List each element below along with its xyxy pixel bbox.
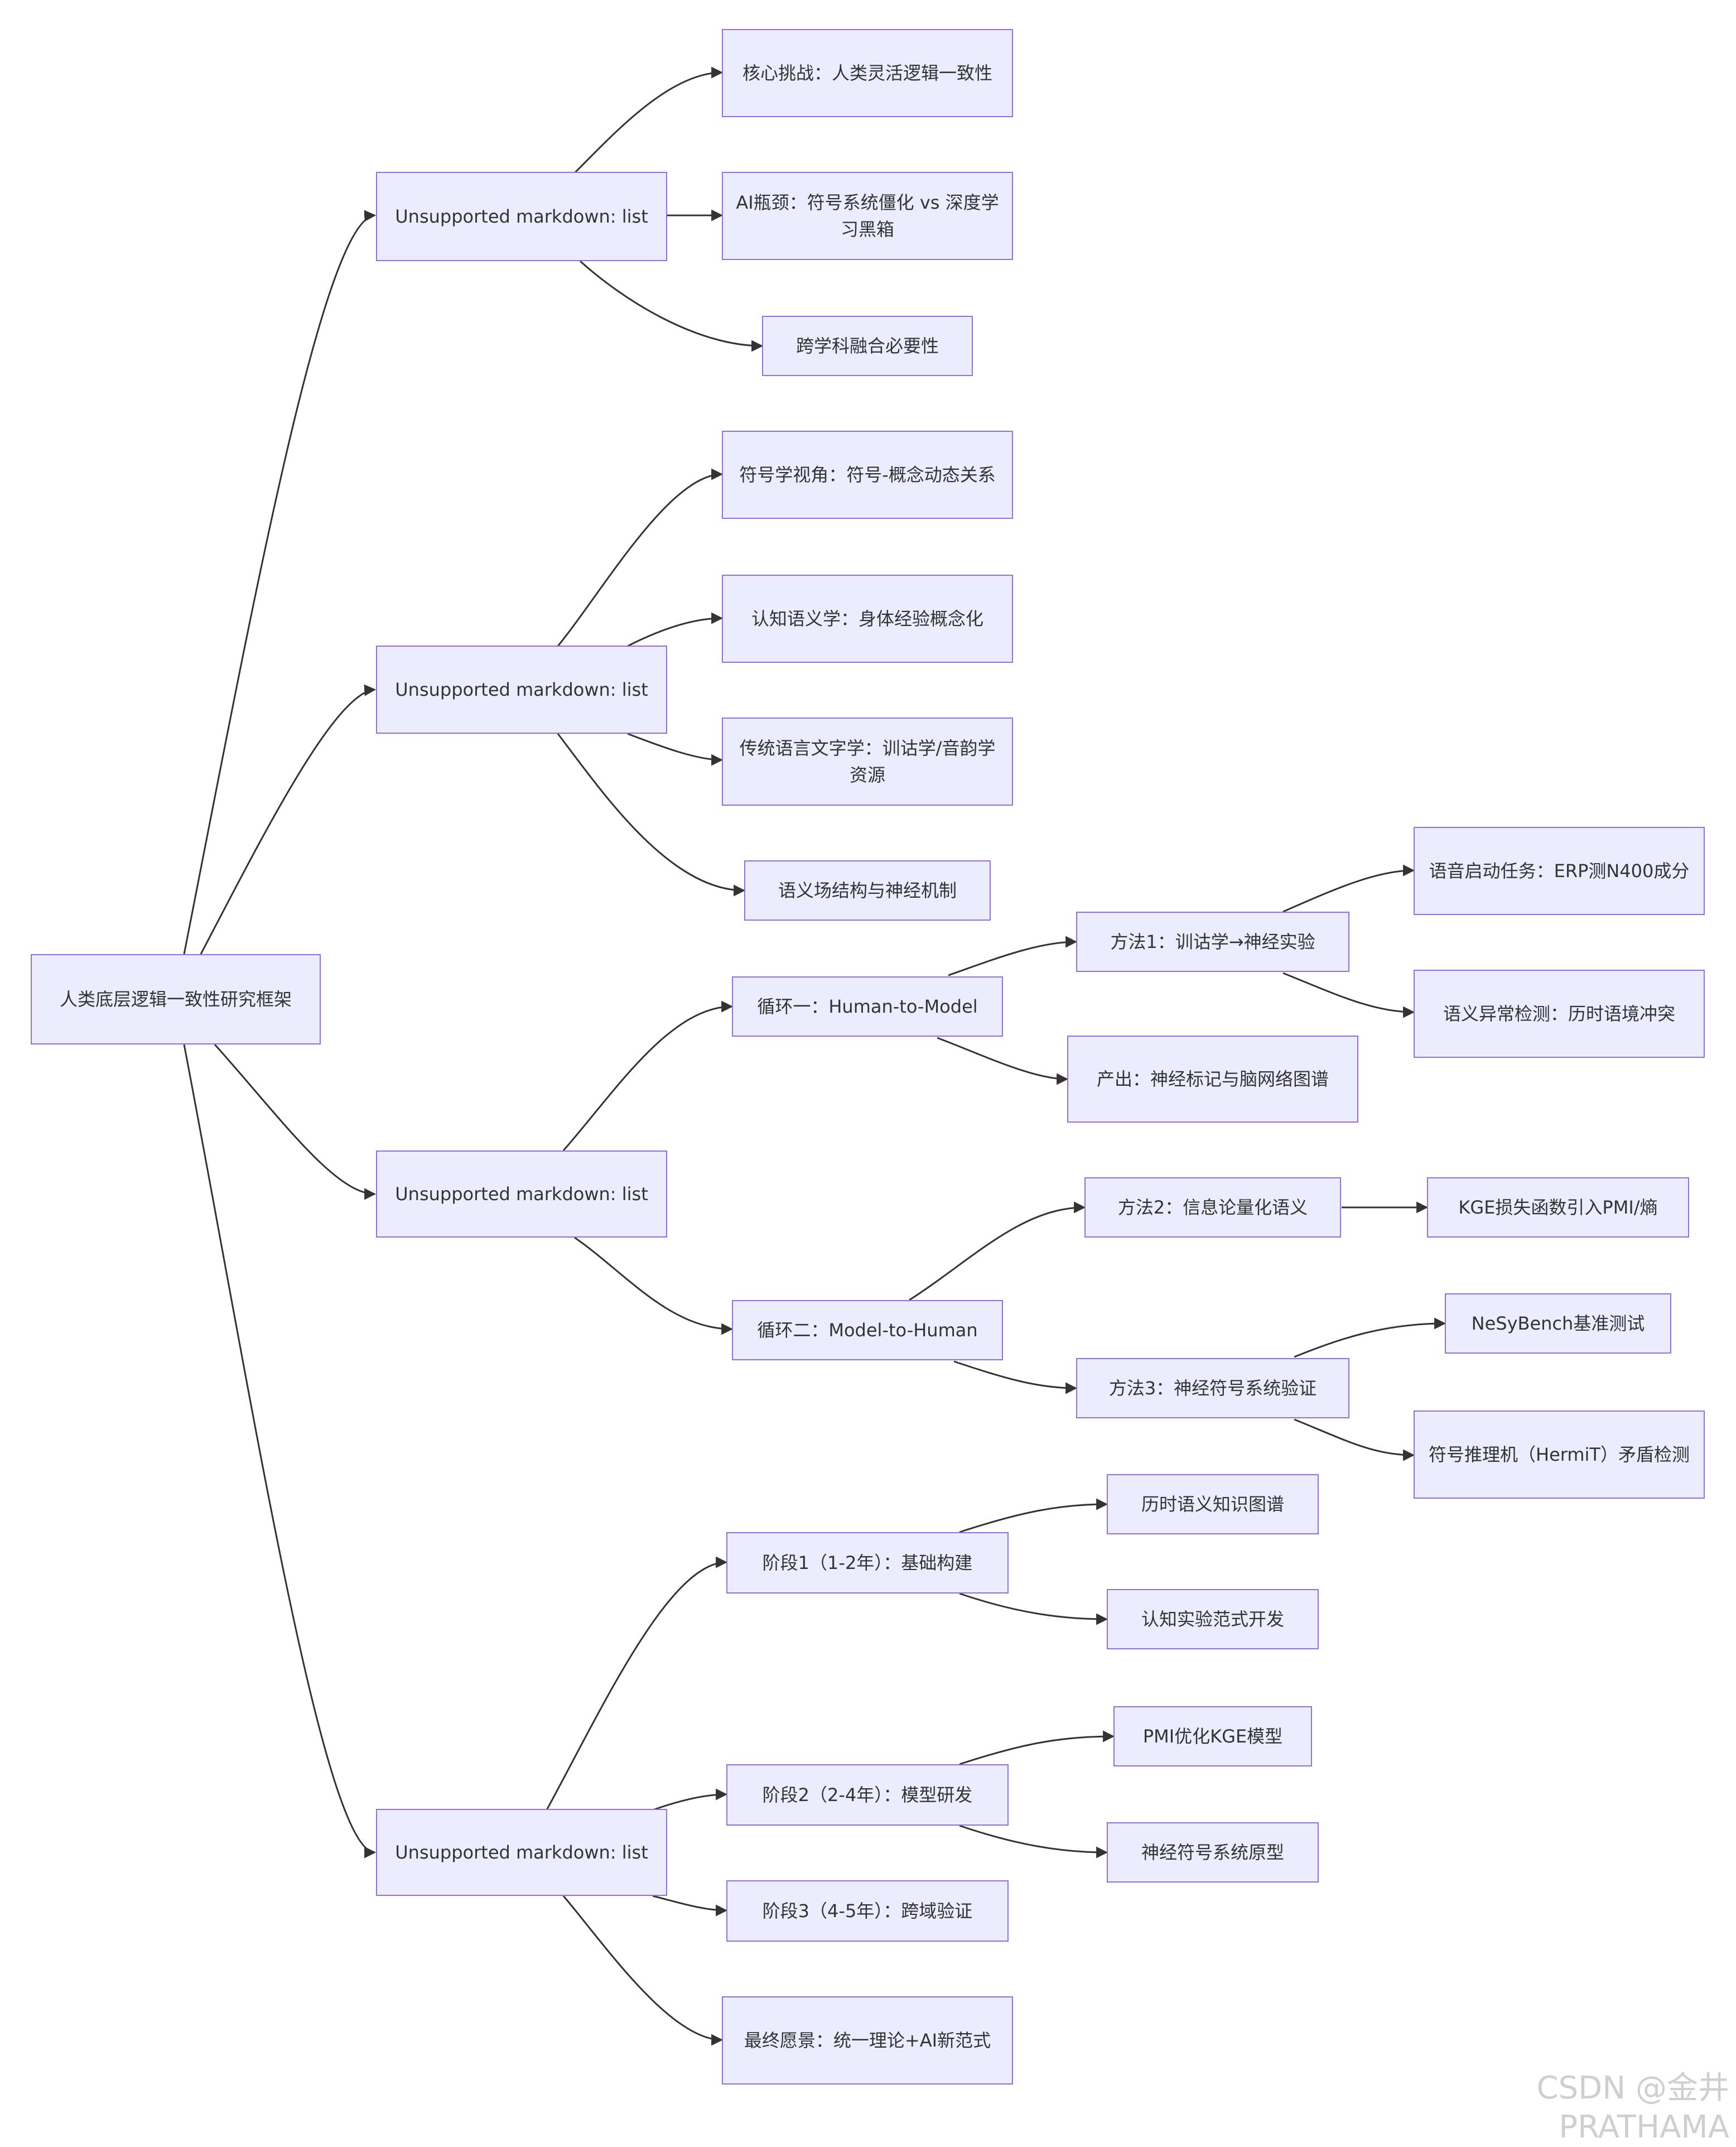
node-nesybench-label: NeSyBench基准测试 xyxy=(1471,1313,1645,1334)
node-loop-two-label: 循环二：Model-to-Human xyxy=(757,1320,978,1341)
edge-b3-loop1 xyxy=(562,1000,734,1151)
node-diachronic-kg[interactable]: 历时语义知识图谱 xyxy=(1107,1474,1319,1534)
edge-s1-s1c1 xyxy=(959,1498,1108,1533)
node-neurosymbolic-prototype-label: 神经符号系统原型 xyxy=(1141,1842,1284,1863)
node-stage-3-label: 阶段3（4-5年）：跨域验证 xyxy=(762,1900,973,1922)
edge-b3-loop2 xyxy=(574,1236,734,1335)
node-hermit-reasoner[interactable]: 符号推理机（HermiT）矛盾检测 xyxy=(1414,1411,1705,1499)
branch-node-1-label: Unsupported markdown: list xyxy=(395,206,648,227)
node-traditional-philology-label: 传统语言文字学：训诂学/音韵学资源 xyxy=(739,738,996,786)
node-method-2[interactable]: 方法2：信息论量化语义 xyxy=(1084,1177,1341,1238)
node-output-neural-markers-label: 产出：神经标记与脑网络图谱 xyxy=(1096,1068,1329,1090)
csdn-watermark: CSDN @金井PRATHAMA xyxy=(1536,2070,1729,2145)
node-experiment-paradigm[interactable]: 认知实验范式开发 xyxy=(1107,1589,1319,1649)
branch-node-2-label: Unsupported markdown: list xyxy=(395,679,648,700)
edge-loop1-out1 xyxy=(937,1037,1069,1085)
node-stage-2-label: 阶段2（2-4年）：模型研发 xyxy=(762,1784,973,1806)
edge-b2-c2 xyxy=(627,612,724,647)
edge-m3-m3c2 xyxy=(1294,1418,1415,1461)
node-anomaly-detection[interactable]: 语义异常检测：历时语境冲突 xyxy=(1414,970,1705,1058)
node-ai-bottleneck-label: AI瓶颈：符号系统僵化 vs 深度学习黑箱 xyxy=(736,192,999,240)
branch-node-3[interactable]: Unsupported markdown: list xyxy=(376,1150,667,1238)
node-nesybench[interactable]: NeSyBench基准测试 xyxy=(1445,1293,1671,1354)
edge-b4-s1 xyxy=(546,1556,728,1811)
node-semiotics[interactable]: 符号学视角：符号-概念动态关系 xyxy=(722,431,1013,519)
node-method-2-label: 方法2：信息论量化语义 xyxy=(1117,1197,1308,1218)
node-pmi-kge-model-label: PMI优化KGE模型 xyxy=(1142,1726,1283,1747)
node-semiotics-label: 符号学视角：符号-概念动态关系 xyxy=(739,464,996,485)
node-cognitive-semantics-label: 认知语义学：身体经验概念化 xyxy=(751,608,983,629)
node-loop-one-label: 循环一：Human-to-Model xyxy=(757,996,978,1017)
node-kge-loss-label: KGE损失函数引入PMI/熵 xyxy=(1458,1197,1658,1218)
edge-root-b3 xyxy=(214,1043,377,1200)
branch-node-3-label: Unsupported markdown: list xyxy=(395,1183,648,1205)
edge-m1-m1c2 xyxy=(1282,972,1415,1018)
node-semantic-field-label: 语义场结构与神经机制 xyxy=(778,880,957,901)
node-diachronic-kg-label: 历时语义知识图谱 xyxy=(1141,1494,1284,1515)
branch-node-4[interactable]: Unsupported markdown: list xyxy=(376,1809,667,1896)
edge-b2-c4 xyxy=(557,733,746,897)
node-interdisciplinary-label: 跨学科融合必要性 xyxy=(795,335,939,357)
node-core-challenge[interactable]: 核心挑战：人类灵活逻辑一致性 xyxy=(722,29,1013,117)
node-kge-loss[interactable]: KGE损失函数引入PMI/熵 xyxy=(1427,1177,1689,1238)
node-ai-bottleneck[interactable]: AI瓶颈：符号系统僵化 vs 深度学习黑箱 xyxy=(722,172,1013,260)
root-node[interactable]: 人类底层逻辑一致性研究框架 xyxy=(31,954,321,1044)
edge-m3-m3c1 xyxy=(1294,1317,1446,1358)
edge-b4-vision xyxy=(562,1895,724,2046)
node-final-vision-label: 最终愿景：统一理论+AI新范式 xyxy=(744,2030,991,2051)
edge-m1-m1c1 xyxy=(1282,864,1415,913)
node-core-challenge-label: 核心挑战：人类灵活逻辑一致性 xyxy=(742,62,992,84)
node-method-3-label: 方法3：神经符号系统验证 xyxy=(1108,1378,1317,1399)
edge-loop2-m3 xyxy=(953,1360,1078,1394)
node-method-1[interactable]: 方法1：训诂学→神经实验 xyxy=(1076,912,1349,972)
root-node-label: 人类底层逻辑一致性研究框架 xyxy=(59,989,292,1010)
node-erp-priming-label: 语音启动任务：ERP测N400成分 xyxy=(1429,860,1690,882)
node-cognitive-semantics[interactable]: 认知语义学：身体经验概念化 xyxy=(722,575,1013,663)
node-experiment-paradigm-label: 认知实验范式开发 xyxy=(1141,1609,1284,1630)
branch-node-4-label: Unsupported markdown: list xyxy=(395,1842,648,1863)
edge-b2-c3 xyxy=(627,733,724,766)
edge-loop2-m2 xyxy=(909,1201,1086,1301)
node-stage-2[interactable]: 阶段2（2-4年）：模型研发 xyxy=(726,1764,1009,1826)
node-method-3[interactable]: 方法3：神经符号系统验证 xyxy=(1076,1358,1349,1418)
edge-b1-c1 xyxy=(573,66,724,174)
node-pmi-kge-model[interactable]: PMI优化KGE模型 xyxy=(1113,1706,1312,1766)
node-final-vision[interactable]: 最终愿景：统一理论+AI新范式 xyxy=(722,1996,1013,2085)
edge-root-b4 xyxy=(183,1044,377,1859)
edge-loop1-m1 xyxy=(948,936,1078,976)
node-stage-1[interactable]: 阶段1（1-2年）：基础构建 xyxy=(726,1532,1009,1594)
edge-root-b2 xyxy=(200,684,377,955)
branch-node-1[interactable]: Unsupported markdown: list xyxy=(376,172,667,261)
edge-b1-c3 xyxy=(579,260,764,352)
node-loop-one[interactable]: 循环一：Human-to-Model xyxy=(732,976,1003,1037)
edge-b4-s3 xyxy=(652,1895,728,1917)
edge-s1-s1c2 xyxy=(959,1592,1108,1625)
node-anomaly-detection-label: 语义异常检测：历时语境冲突 xyxy=(1443,1003,1675,1024)
node-stage-3[interactable]: 阶段3（4-5年）：跨域验证 xyxy=(726,1880,1009,1942)
node-hermit-reasoner-label: 符号推理机（HermiT）矛盾检测 xyxy=(1429,1444,1690,1465)
node-loop-two[interactable]: 循环二：Model-to-Human xyxy=(732,1300,1003,1360)
node-stage-1-label: 阶段1（1-2年）：基础构建 xyxy=(762,1552,973,1573)
node-method-1-label: 方法1：训诂学→神经实验 xyxy=(1110,931,1315,952)
edge-root-b1 xyxy=(183,210,377,955)
node-interdisciplinary[interactable]: 跨学科融合必要性 xyxy=(762,316,973,376)
branch-node-2[interactable]: Unsupported markdown: list xyxy=(376,646,667,734)
node-output-neural-markers[interactable]: 产出：神经标记与脑网络图谱 xyxy=(1067,1036,1358,1123)
edge-s2-s2c1 xyxy=(959,1730,1115,1765)
node-semantic-field[interactable]: 语义场结构与神经机制 xyxy=(744,860,991,921)
node-erp-priming[interactable]: 语音启动任务：ERP测N400成分 xyxy=(1414,827,1705,915)
node-traditional-philology[interactable]: 传统语言文字学：训诂学/音韵学资源 xyxy=(722,718,1013,806)
edge-b2-c1 xyxy=(557,468,724,647)
node-neurosymbolic-prototype[interactable]: 神经符号系统原型 xyxy=(1107,1822,1319,1883)
edge-s2-s2c2 xyxy=(959,1825,1108,1859)
edge-b4-s2 xyxy=(652,1788,728,1811)
